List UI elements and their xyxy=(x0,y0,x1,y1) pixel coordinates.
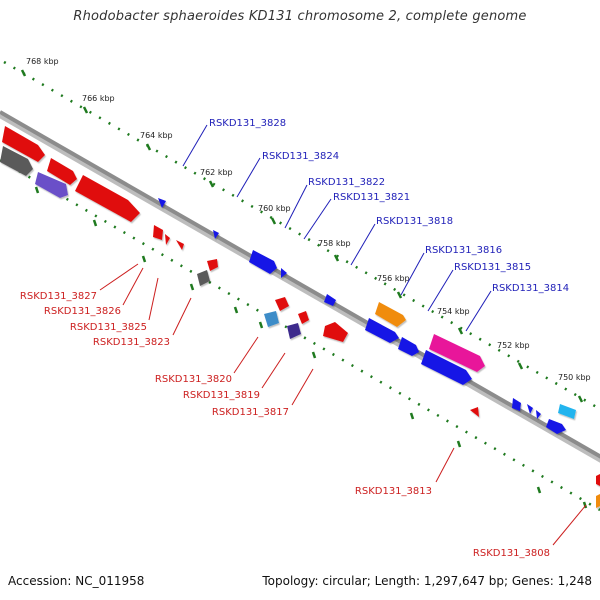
scale-label: 764 kbp xyxy=(140,131,173,140)
gene-feature[interactable] xyxy=(536,410,541,419)
gene-label[interactable]: RSKD131_3808 xyxy=(473,548,550,559)
gene-feature[interactable] xyxy=(264,311,279,327)
gene-label[interactable]: RSKD131_3818 xyxy=(376,216,453,227)
gene-feature[interactable] xyxy=(298,311,309,324)
major-ticks xyxy=(20,69,588,509)
gene-feature[interactable] xyxy=(324,294,336,306)
gene-feature[interactable] xyxy=(470,407,479,417)
forward-features xyxy=(2,126,576,434)
gene-feature[interactable] xyxy=(165,234,170,245)
gene-label[interactable]: RSKD131_3813 xyxy=(355,486,432,497)
scale-label: 768 kbp xyxy=(26,57,59,66)
gene-feature[interactable] xyxy=(421,350,472,385)
scale-label: 766 kbp xyxy=(82,94,115,103)
scale-label: 752 kbp xyxy=(497,341,530,350)
gene-feature[interactable] xyxy=(429,334,485,372)
top-label-connectors xyxy=(182,124,492,332)
scale-labels: 768 kbp 766 kbp 764 kbp 762 kbp 760 kbp … xyxy=(26,57,591,382)
gene-feature[interactable] xyxy=(527,404,533,414)
gene-feature[interactable] xyxy=(197,270,210,286)
gene-feature[interactable] xyxy=(281,268,287,278)
gene-feature[interactable] xyxy=(176,240,184,250)
gene-feature[interactable] xyxy=(323,322,348,342)
gene-feature[interactable] xyxy=(365,318,399,343)
gene-label[interactable]: RSKD131_3820 xyxy=(155,374,232,385)
scale-label: 762 kbp xyxy=(200,168,233,177)
gene-label[interactable]: RSKD131_3817 xyxy=(212,407,289,418)
gene-label[interactable]: RSKD131_3815 xyxy=(454,262,531,273)
gene-label[interactable]: RSKD131_3814 xyxy=(492,283,569,294)
gene-feature[interactable] xyxy=(558,404,576,419)
inner-tick-track xyxy=(0,158,600,512)
gene-label[interactable]: RSKD131_3824 xyxy=(262,151,339,162)
chromosome-backbone xyxy=(0,110,600,459)
scale-label: 756 kbp xyxy=(377,274,410,283)
gene-feature[interactable] xyxy=(275,297,289,311)
gene-feature[interactable] xyxy=(596,474,600,486)
gene-label[interactable]: RSKD131_3821 xyxy=(333,192,410,203)
gene-feature[interactable] xyxy=(512,398,521,411)
gene-feature[interactable] xyxy=(158,198,166,208)
map-title: Rhodobacter sphaeroides KD131 chromosome… xyxy=(73,9,527,24)
scale-label: 758 kbp xyxy=(318,239,351,248)
gene-feature[interactable] xyxy=(249,250,277,274)
gene-feature[interactable] xyxy=(35,172,68,198)
gene-label[interactable]: RSKD131_3828 xyxy=(209,118,286,129)
gene-label[interactable]: RSKD131_3823 xyxy=(93,337,170,348)
gene-feature[interactable] xyxy=(153,225,163,240)
gene-feature[interactable] xyxy=(287,323,301,339)
gene-feature[interactable] xyxy=(375,302,406,327)
outer-tick-track xyxy=(3,60,600,411)
scale-label: 754 kbp xyxy=(437,307,470,316)
gene-label[interactable]: RSKD131_3816 xyxy=(425,245,502,256)
bottom-gene-labels: RSKD131_3827 RSKD131_3826 RSKD131_3825 R… xyxy=(20,291,550,559)
backbone-shadow xyxy=(0,112,600,463)
accession-text: Accession: NC_011958 xyxy=(8,574,145,588)
gene-feature[interactable] xyxy=(546,419,566,434)
gene-label[interactable]: RSKD131_3825 xyxy=(70,322,147,333)
gene-label[interactable]: RSKD131_3826 xyxy=(44,306,121,317)
gene-feature[interactable] xyxy=(2,126,45,162)
gene-feature[interactable] xyxy=(0,146,33,176)
gene-feature[interactable] xyxy=(213,230,219,239)
scale-label: 750 kbp xyxy=(558,373,591,382)
gene-feature[interactable] xyxy=(47,158,77,185)
bottom-label-connectors xyxy=(99,263,587,546)
gene-feature[interactable] xyxy=(596,494,600,508)
scale-label: 760 kbp xyxy=(258,204,291,213)
top-gene-labels: RSKD131_3828 RSKD131_3824 RSKD131_3822 R… xyxy=(209,118,569,294)
gene-label[interactable]: RSKD131_3822 xyxy=(308,177,385,188)
gene-feature[interactable] xyxy=(398,337,419,356)
reverse-features xyxy=(0,146,600,508)
gene-feature[interactable] xyxy=(75,175,140,222)
gene-label[interactable]: RSKD131_3827 xyxy=(20,291,97,302)
gene-feature[interactable] xyxy=(207,259,218,271)
gene-label[interactable]: RSKD131_3819 xyxy=(183,390,260,401)
genome-summary-text: Topology: circular; Length: 1,297,647 bp… xyxy=(262,574,592,588)
